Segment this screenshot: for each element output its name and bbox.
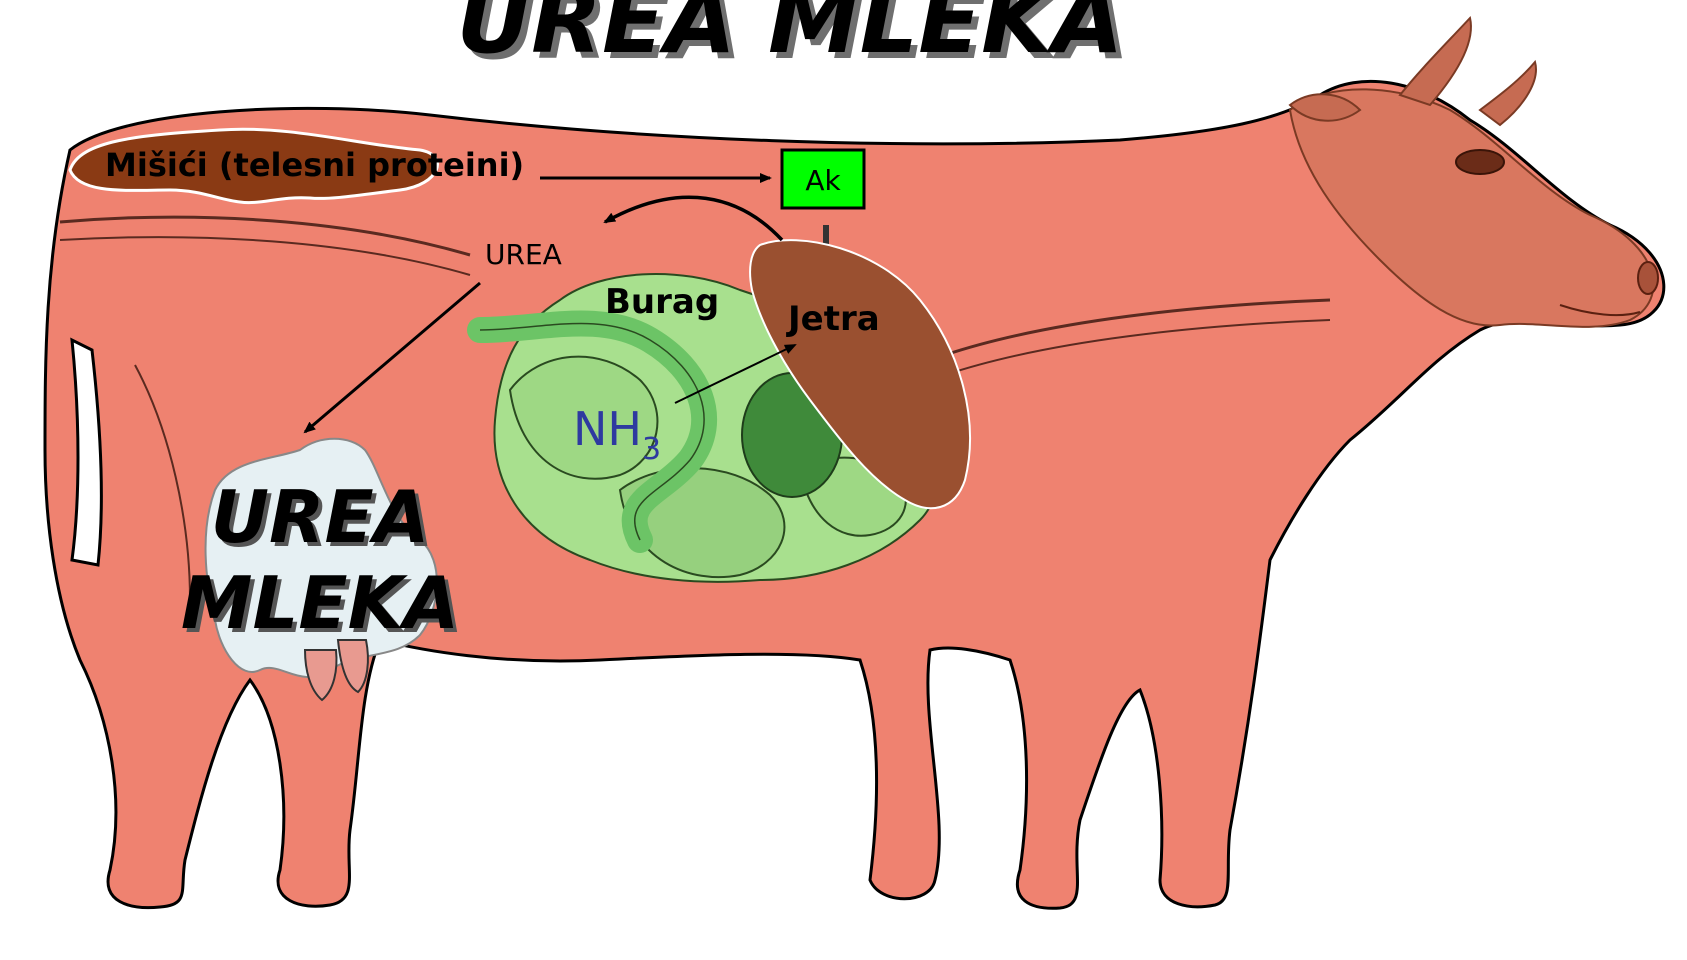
cow-nostril: [1638, 262, 1658, 294]
ak-box: Ak: [782, 150, 864, 208]
muscles-label: Mišići (telesni proteini): [105, 146, 524, 184]
udder-label-line2: MLEKA: [181, 561, 459, 645]
cow-horn-left: [1400, 18, 1471, 105]
ak-label: Ak: [805, 164, 841, 197]
urea-label: UREA: [485, 238, 562, 271]
title-text: UREA MLEKA: [456, 0, 1123, 74]
udder-label-line1: UREA: [211, 475, 430, 559]
cow-horn-right: [1480, 62, 1536, 125]
diagram-title: UREA MLEKA UREA MLEKA: [456, 0, 1129, 80]
burag-label: Burag: [605, 282, 719, 322]
cow-eye: [1456, 150, 1504, 174]
jetra-label: Jetra: [786, 299, 880, 339]
